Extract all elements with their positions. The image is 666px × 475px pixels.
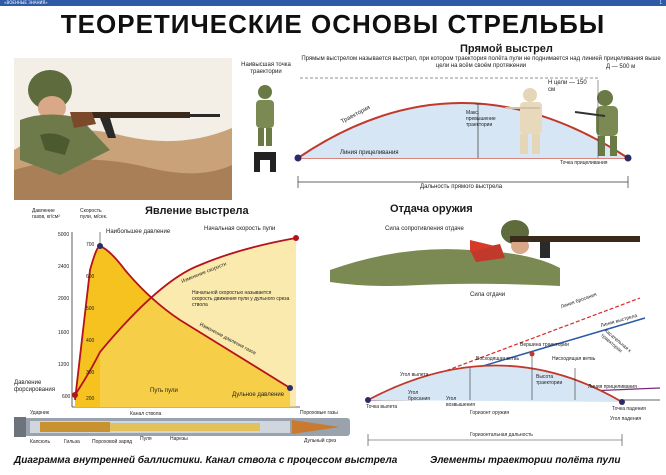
resistance-label: Сила сопротивления отдаче [385,226,464,232]
recoil-title: Отдача оружия [390,203,473,215]
forcing-pressure-label: Давление форсирования [14,380,56,393]
horizon-label: Горизонт оружия [470,410,510,416]
svg-text:1600: 1600 [58,330,69,336]
trajectory-elements-diagram [365,297,661,446]
target-height-label: Н цели — 150 см [548,80,587,93]
horizontal-range-label: Горизонтальная дальность [470,432,533,438]
sleeve-label: Гильза [64,439,80,445]
svg-text:400: 400 [86,338,95,344]
svg-text:2400: 2400 [58,264,69,270]
barrel-illustration [14,417,350,437]
svg-text:600: 600 [86,274,95,280]
height-label: Высота траектории [536,374,563,386]
bottom-caption-left: Диаграмма внутренней баллистики. Канал с… [14,455,398,466]
aim-line-label: Линия прицеливания [340,150,399,156]
muzzle-label: Дульный срез [304,438,337,444]
capsule-label: Капсюль [30,439,51,445]
poster-title: ТЕОРЕТИЧЕСКИЕ ОСНОВЫ СТРЕЛЬБЫ [60,9,606,39]
striker-label: Ударник [30,410,50,416]
svg-text:2000: 2000 [58,296,69,302]
recoil-force-label: Сила отдачи [470,292,506,298]
aim-point-label: Точка прицеливания [560,160,608,166]
fire-point-label: Точка вылета [366,404,398,410]
series-label: «ВОЕННЫЕ ЗНАНИЯ» [4,0,48,5]
departure-point-label: Угол вылета [400,372,429,378]
powder-gases-label: Пороховые газы [300,410,338,416]
departure-angle-label: Угол бросания [408,390,430,402]
soldier-firing-image [14,58,232,200]
muzzle-pressure-label: Дульное давление [232,392,285,398]
shot-phenomenon-chart: 5000 2400 2000 1600 1200 600 700 600 500… [58,232,300,408]
top-bar: «ВОЕННЫЕ ЗНАНИЯ» 1 [0,0,666,6]
apex-label: Вершина траектории [520,342,569,348]
svg-text:200: 200 [86,396,95,402]
muzzle-velocity-label: Начальная скорость пули [204,226,276,232]
aim-line-label-2: Линия прицеливания [588,384,637,390]
svg-text:5000: 5000 [58,232,69,238]
max-exceed-label: Макс. превышение траектории [466,110,496,128]
direct-shot-definition: Прямым выстрелом называется выстрел, при… [301,56,661,69]
barrel-bore-label: Канал ствола [130,411,162,417]
bullet-path-label: Путь пули [150,388,178,394]
shot-phenomenon-title: Явление выстрела [145,205,249,217]
ascending-label: Восходящая ветвь [476,356,520,362]
distance-d-label: Д — 500 м [606,64,636,70]
descending-label: Нисходящая ветвь [552,356,596,362]
svg-text:500: 500 [86,306,95,312]
recoil-soldier-image [330,220,640,286]
page-number: 1 [659,0,662,5]
impact-angle-label: Угол падения [610,416,642,422]
max-pressure-label: Наибольшее давление [106,229,171,235]
direct-shot-diagram [294,77,632,188]
bullet-label: Пуля [140,436,152,442]
impact-point-label: Точка падения [612,406,646,412]
elevation-angle-label: Угол возвышения [446,396,475,408]
highest-point-label: Наивысшая точка траектории [241,62,291,75]
bottom-caption-right: Элементы траектории полёта пули [430,455,621,466]
svg-text:700: 700 [86,242,95,248]
velocity-definition: Начальной скоростью называется скорость … [192,290,290,308]
svg-text:300: 300 [86,370,95,376]
svg-text:600: 600 [62,394,71,400]
y-right-label: Скорость пули, м/сек. [80,208,108,220]
direct-shot-title: Прямой выстрел [460,43,553,55]
y-left-label: Давление газов, кг/см² [32,208,60,220]
standing-soldier-image [254,85,276,172]
svg-text:1200: 1200 [58,362,69,368]
range-label: Дальность прямого выстрела [420,184,503,190]
rifling-label: Нарезы [170,436,188,442]
powder-label: Пороховой заряд [92,439,133,445]
